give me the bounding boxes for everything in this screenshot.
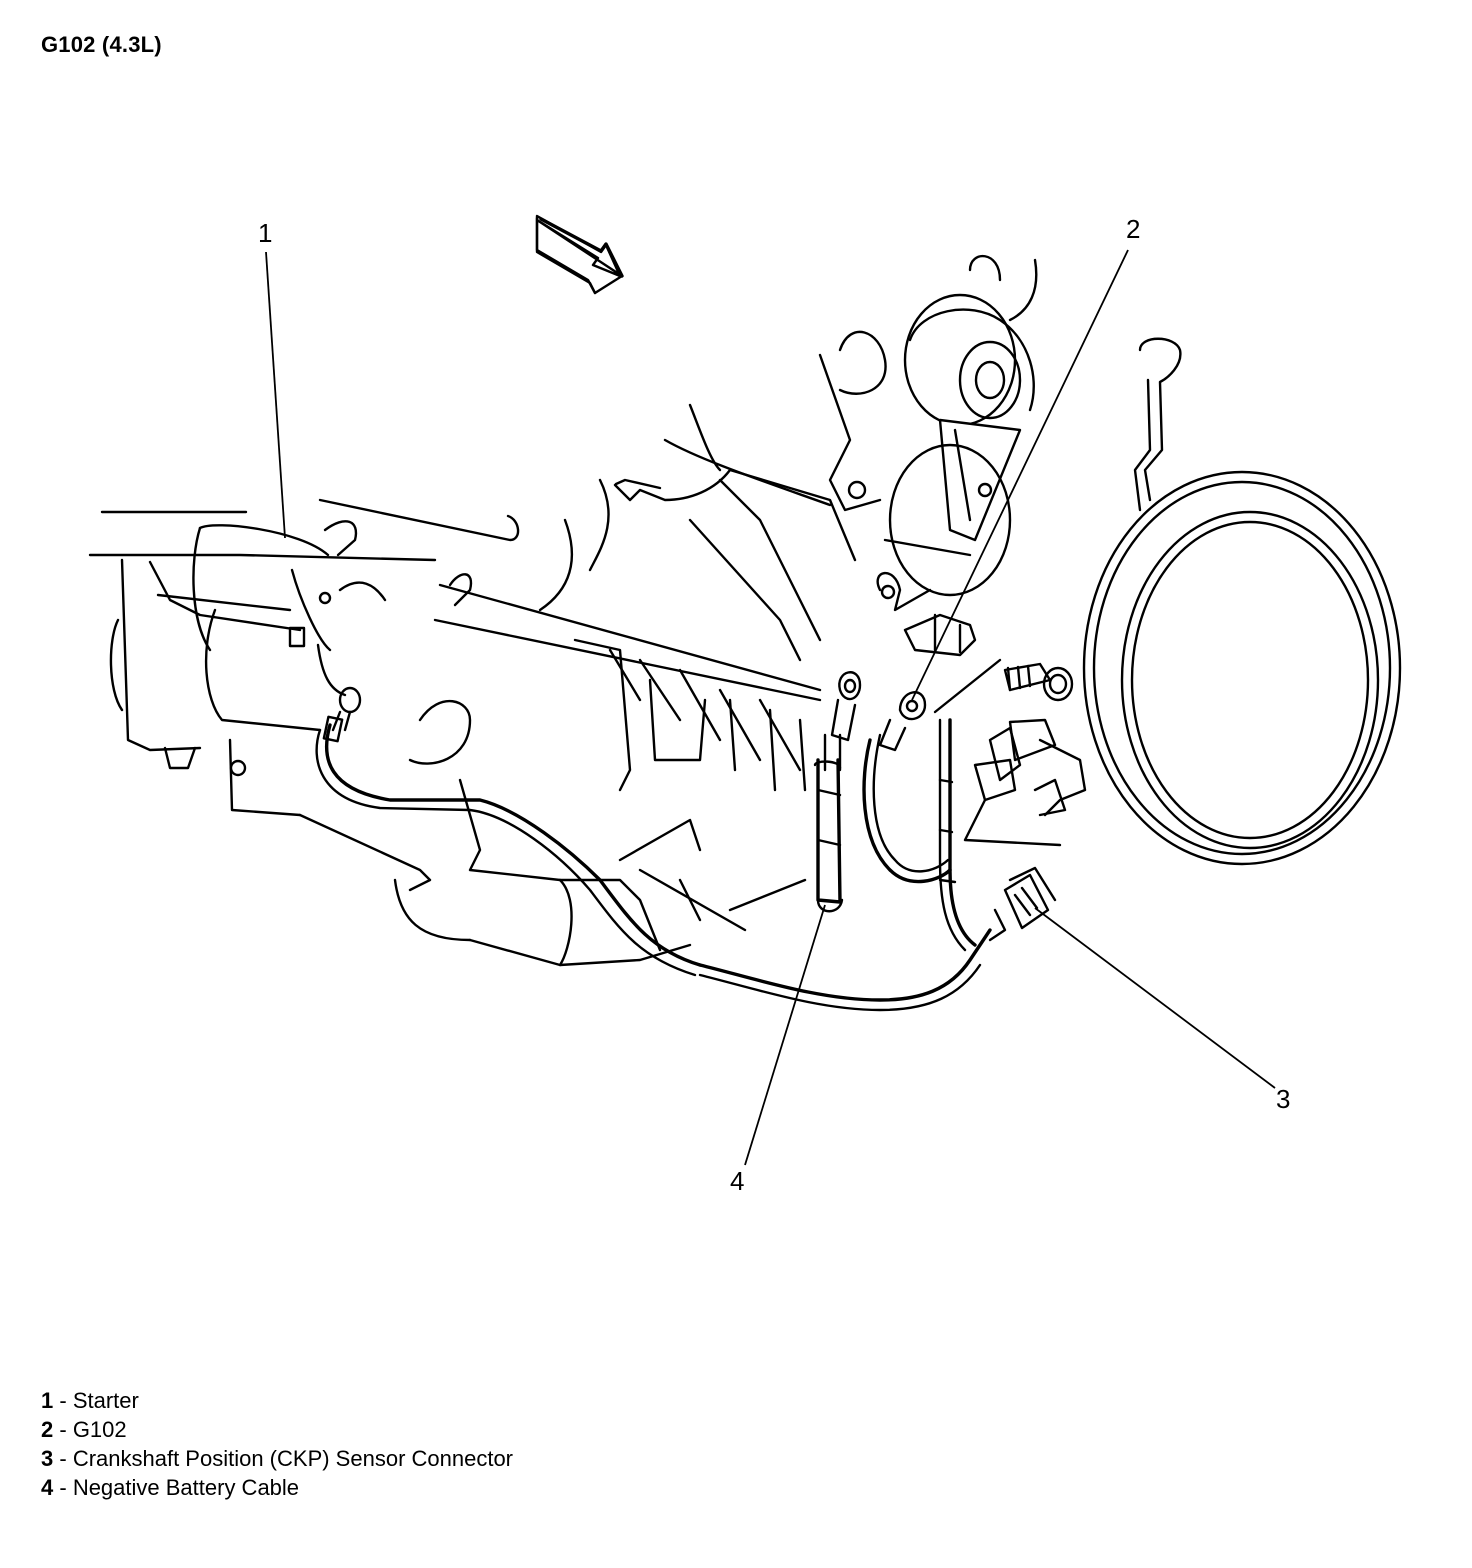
- legend: 1 - Starter 2 - G102 3 - Crankshaft Posi…: [41, 1386, 513, 1502]
- callout-3: 3: [1276, 1084, 1290, 1114]
- legend-separator: -: [53, 1417, 73, 1442]
- legend-text: Starter: [72, 1388, 139, 1413]
- leader-line-2: [911, 249, 1129, 701]
- legend-item-ckp-connector: 3 - Crankshaft Position (CKP) Sensor Con…: [41, 1444, 513, 1473]
- ckp-sensor: [963, 662, 1087, 847]
- leader-line-3: [1034, 907, 1276, 1089]
- legend-text: G102: [72, 1417, 127, 1442]
- legend-number: 4: [41, 1475, 54, 1500]
- legend-text: Crankshaft Position (CKP) Sensor Connect…: [72, 1446, 514, 1471]
- legend-number: 3: [41, 1446, 54, 1471]
- legend-text: Negative Battery Cable: [72, 1475, 300, 1500]
- front-direction-arrow-icon: [535, 214, 624, 295]
- legend-item-g102: 2 - G102: [41, 1415, 513, 1444]
- accessory-pulleys: [818, 254, 1038, 657]
- engine-block: [298, 478, 822, 967]
- intake-manifold: [613, 403, 857, 662]
- legend-item-starter: 1 - Starter: [41, 1386, 513, 1415]
- callout-2: 2: [1126, 214, 1140, 244]
- leader-line-4: [744, 904, 826, 1166]
- starter: [88, 510, 437, 817]
- legend-separator: -: [53, 1475, 73, 1500]
- legend-separator: -: [53, 1446, 73, 1471]
- ckp-connector: [988, 866, 1057, 942]
- callout-1: 1: [258, 218, 272, 248]
- legend-number: 2: [41, 1417, 54, 1442]
- legend-number: 1: [41, 1388, 54, 1413]
- callout-4: 4: [730, 1166, 744, 1196]
- diagram-title: G102 (4.3L): [41, 32, 162, 57]
- legend-separator: -: [53, 1388, 73, 1413]
- legend-item-negative-battery-cable: 4 - Negative Battery Cable: [41, 1473, 513, 1502]
- engine-diagram: 1 2 3 4: [88, 214, 1402, 1196]
- leader-line-1: [265, 251, 286, 539]
- negative-battery-cable: [813, 671, 862, 913]
- wiring-harness: [315, 658, 1002, 1012]
- harmonic-balancer: [1082, 337, 1402, 866]
